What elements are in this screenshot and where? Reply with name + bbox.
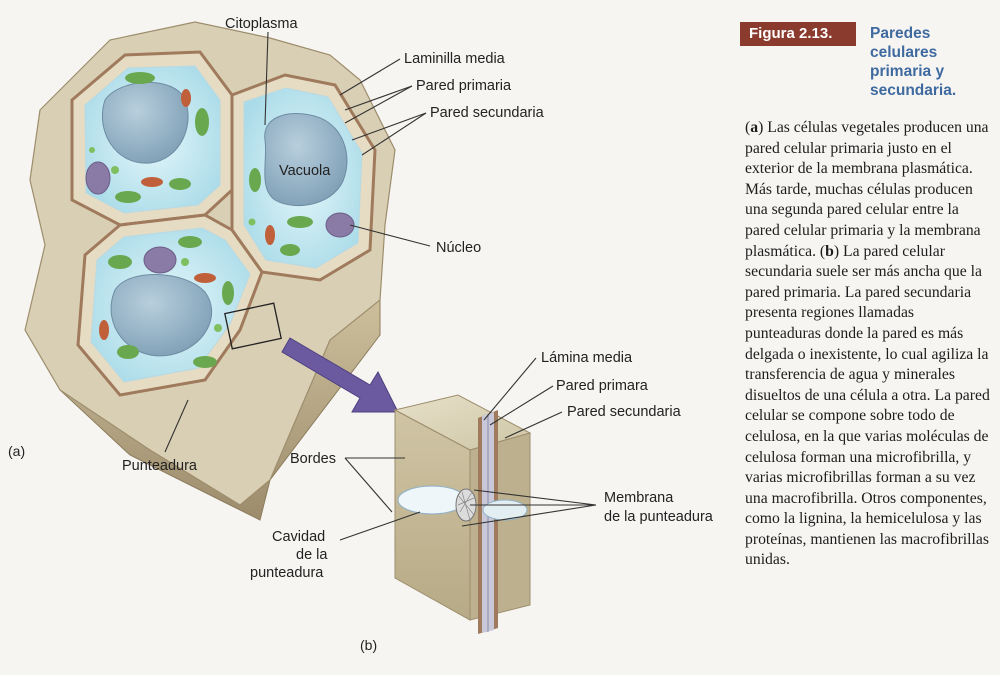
vesicle [111, 166, 119, 174]
panel-label-a: (a) [8, 443, 25, 459]
leader-membrana-2 [461, 504, 597, 527]
label-vacuola: Vacuola [279, 163, 331, 179]
label-cavidad-line3: punteadura [250, 565, 324, 581]
vesicle [248, 218, 256, 226]
label-bordes: Bordes [290, 451, 336, 467]
caption-marker-a: a [750, 119, 759, 136]
chloroplast [117, 345, 139, 359]
panel-label-b: (b) [360, 637, 377, 653]
mitochondrion [194, 273, 216, 283]
chloroplast [222, 281, 234, 305]
vacuole [110, 274, 213, 357]
figure-number-badge: Figura 2.13. [740, 22, 856, 46]
leader-lamina-media [483, 357, 537, 421]
leader-secundaria-2 [361, 112, 427, 156]
zoom-arrow [281, 337, 399, 413]
pit-highlight-box [224, 302, 282, 350]
vesicle [214, 324, 222, 332]
nucleus [143, 246, 177, 274]
vesicle [89, 147, 95, 153]
label-citoplasma: Citoplasma [225, 16, 298, 32]
leader-primaria [344, 85, 413, 111]
leader-nucleo [349, 224, 431, 247]
cell-bottom [76, 213, 264, 397]
label-pared-primaria: Pared primaria [416, 78, 512, 94]
figure-caption-text: (a) Las células vegetales producen una p… [745, 119, 990, 569]
cell-top-right [230, 73, 377, 282]
mitochondrion [181, 89, 191, 107]
leader-cavidad [339, 511, 421, 541]
vacuole [264, 113, 348, 207]
pit-cavity [397, 485, 467, 515]
mitochondrion [141, 177, 163, 187]
vesicle [181, 258, 189, 266]
panel-b-labels: Lámina media Pared primara Pared secunda… [250, 350, 714, 653]
nucleus [85, 161, 111, 195]
chloroplast [178, 236, 202, 248]
label-pared-primara: Pared primara [556, 378, 649, 394]
panel-a-labels: Citoplasma Laminilla media Pared primari… [8, 16, 545, 474]
leader-secundaria [351, 112, 427, 141]
label-pared-secundaria: Pared secundaria [430, 105, 545, 121]
leader-bordes-2 [344, 457, 393, 513]
chloroplast [280, 244, 300, 256]
panel-b-leaders [339, 357, 597, 541]
mitochondrion [265, 225, 275, 245]
label-cavidad-line1: Cavidad [272, 529, 325, 545]
label-membrana-line2: de la punteadura [604, 509, 714, 525]
pit-block [393, 394, 532, 634]
pit-membrane-mesh [457, 491, 475, 521]
nucleus [325, 212, 355, 238]
leader-membrana-3 [473, 489, 597, 506]
figure-title: Paredes celulares primaria y secundaria. [870, 25, 957, 99]
leader-pared-primara [489, 385, 554, 426]
label-cavidad-line2: de la [296, 547, 328, 563]
label-lamina-media: Lámina media [541, 350, 633, 366]
mitochondrion [99, 320, 109, 340]
chloroplast [195, 108, 209, 136]
leader-citoplasma [264, 31, 269, 126]
chloroplast [193, 356, 217, 368]
chloroplast [115, 191, 141, 203]
leader-laminilla [339, 58, 401, 96]
leader-punteadura [164, 399, 189, 453]
panel-a-leaders [164, 31, 431, 453]
caption-text-a: Las células vegetales producen una pared… [745, 119, 989, 260]
chloroplast [249, 168, 261, 192]
chloroplast [108, 255, 132, 269]
leader-pared-secundaria-b [504, 411, 563, 439]
label-membrana-line1: Membrana [604, 490, 674, 506]
caption-marker-b: b [825, 242, 834, 260]
cell-top-left [70, 50, 234, 227]
chloroplast [287, 216, 313, 228]
label-pared-secundaria-b: Pared secundaria [567, 404, 682, 420]
label-laminilla-media: Laminilla media [404, 51, 506, 67]
chloroplast [169, 178, 191, 190]
label-punteadura: Punteadura [122, 458, 198, 474]
leader-primaria-2 [344, 85, 413, 124]
caption-text-b: ) La pared celular secundaria suele ser … [745, 242, 990, 569]
label-nucleo: Núcleo [436, 240, 481, 256]
chloroplast [125, 72, 155, 84]
